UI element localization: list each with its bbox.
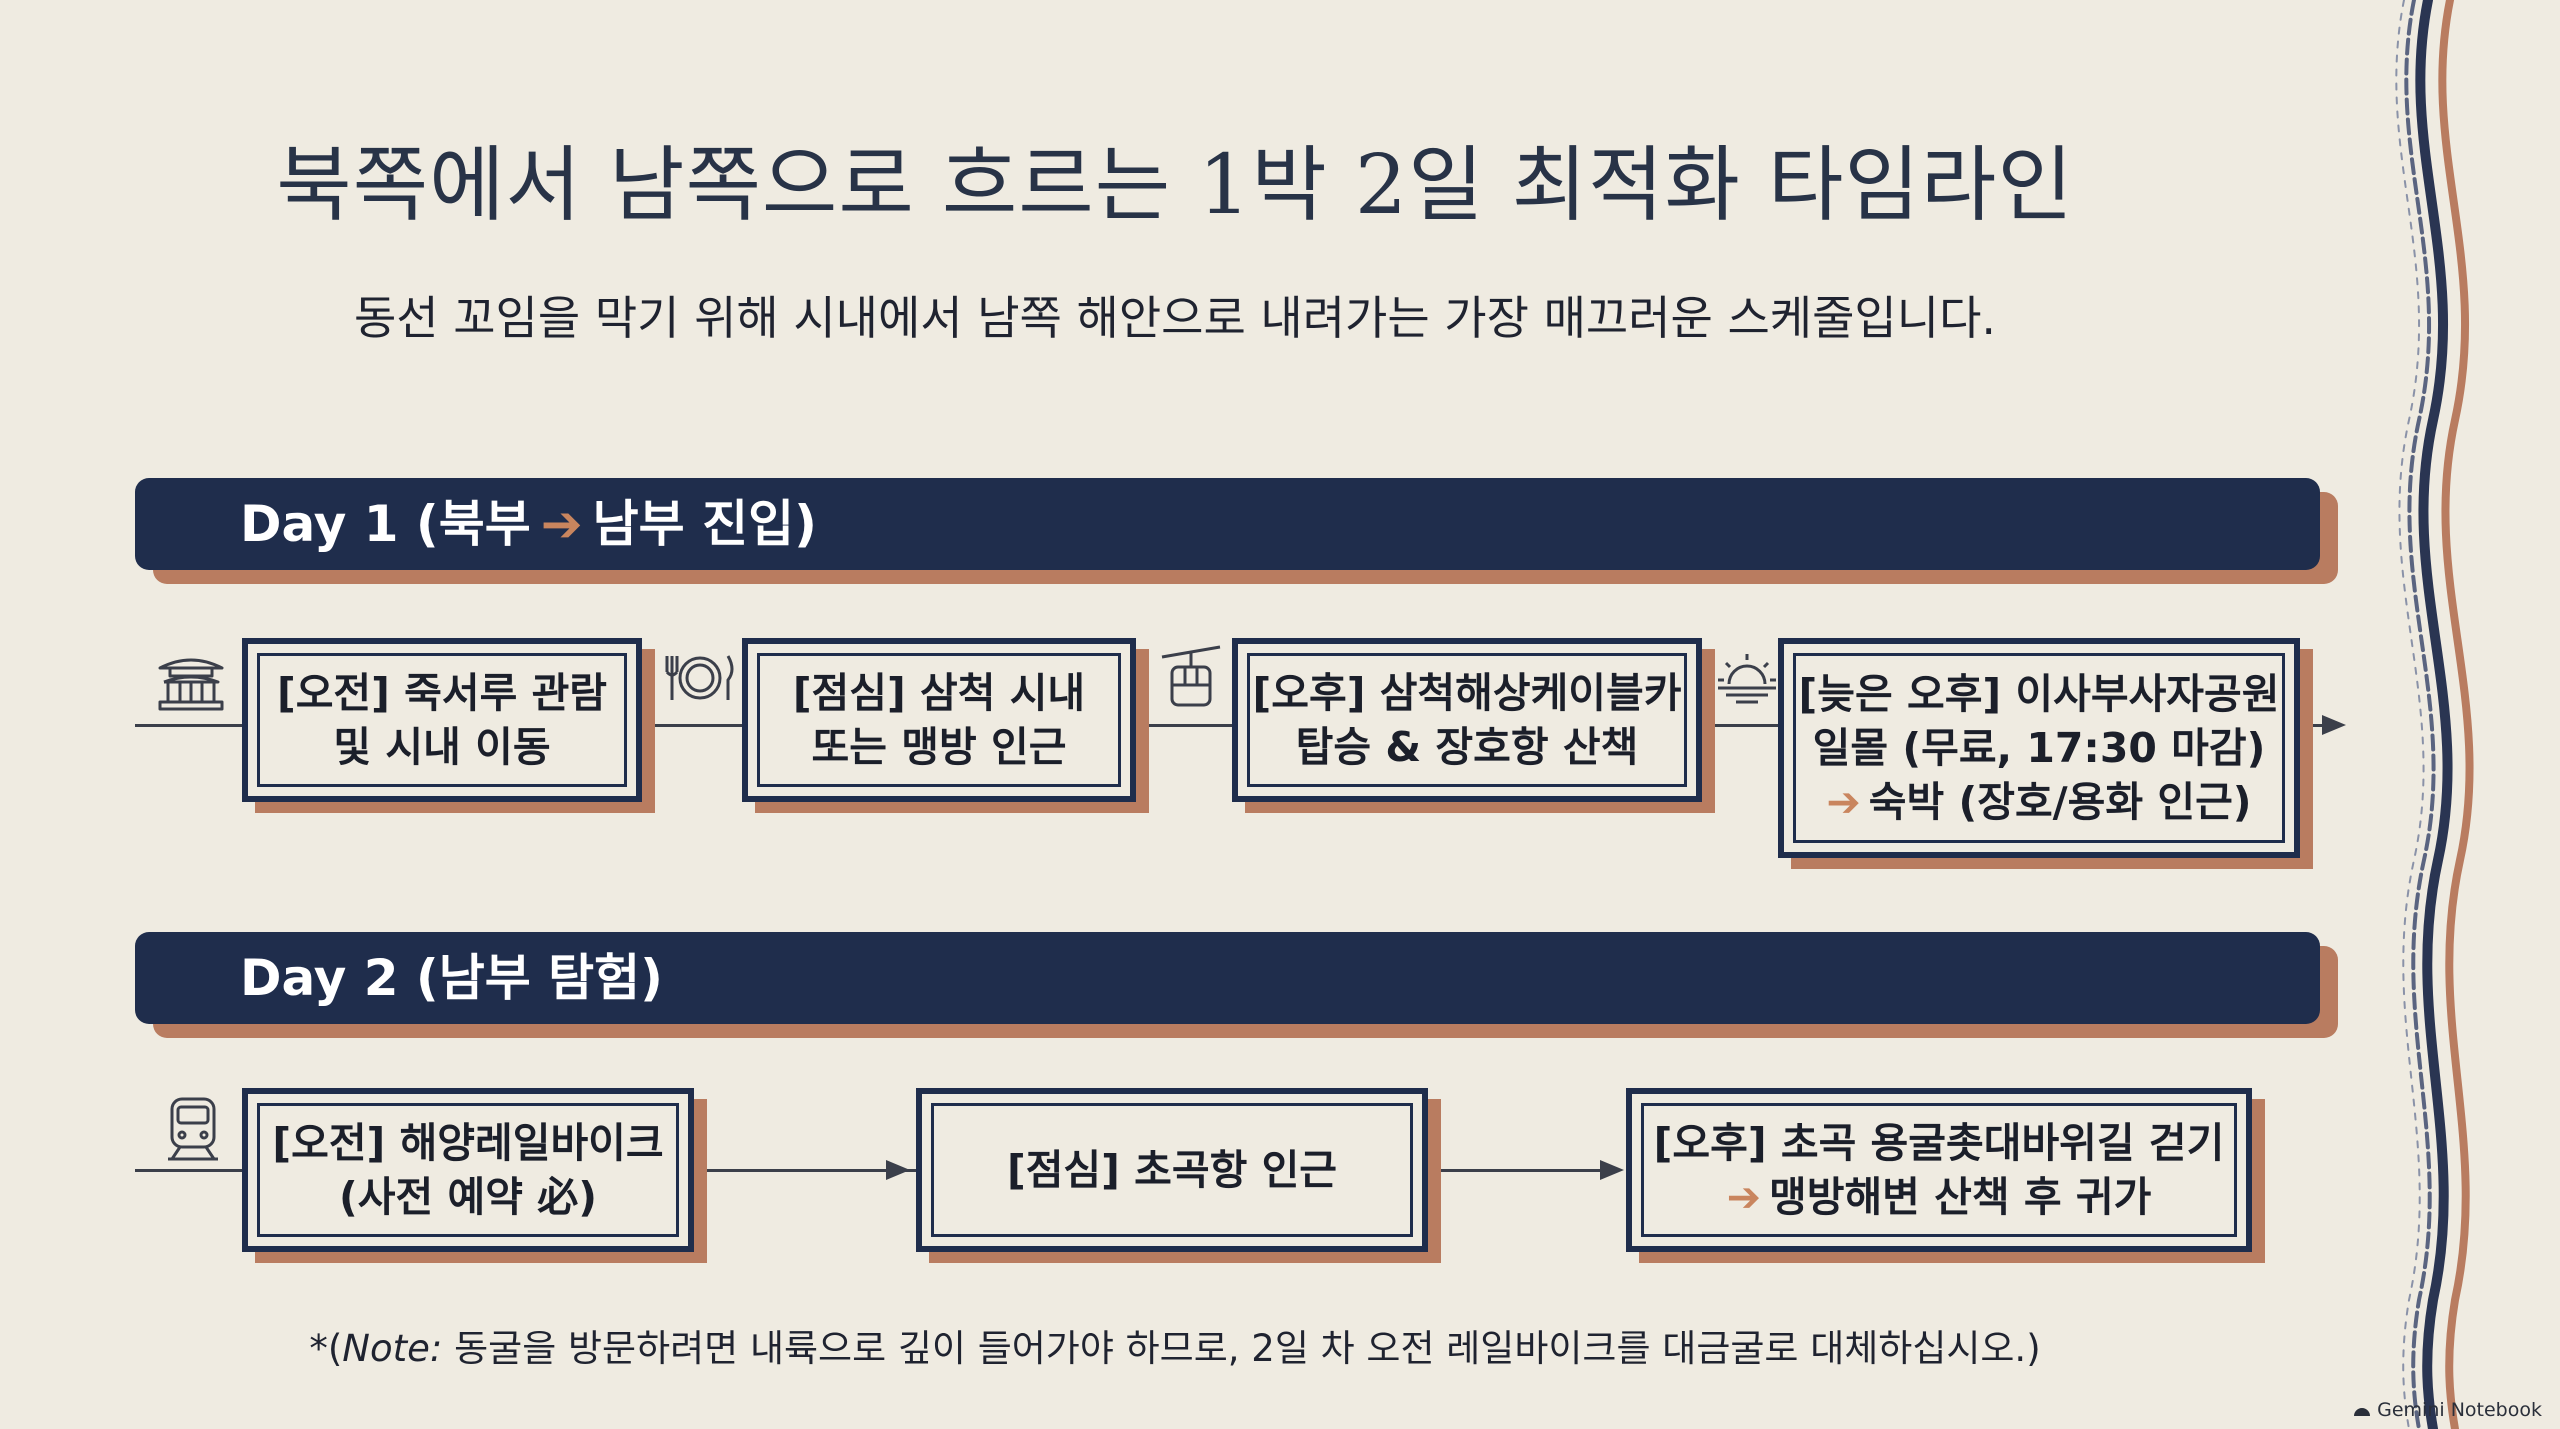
day2-step-3-line-2: 맹방해변 산책 후 귀가 xyxy=(1769,1173,2152,1221)
day1-step-2-line-1: [점심] 삼척 시내 xyxy=(792,669,1086,717)
watermark-text: Gemini Notebook xyxy=(2377,1399,2542,1421)
day2-timeline-line xyxy=(135,1169,1615,1172)
day1-header-bar: Day 1 (북부➔남부 진입) xyxy=(135,478,2320,570)
day1-timeline-line xyxy=(135,724,2325,727)
cable-car-icon xyxy=(1161,645,1221,707)
day1-label-suffix: 남부 진입) xyxy=(592,495,817,553)
day1-step-3-line-1: [오후] 삼척해상케이블카 xyxy=(1252,669,1682,717)
day2-step-3-line-1: [오후] 초곡 용굴촛대바위길 걷기 xyxy=(1653,1119,2225,1167)
day1-label-prefix: Day 1 (북부 xyxy=(240,495,531,553)
day2-step-1-line-2: (사전 예약 必) xyxy=(339,1173,597,1221)
watermark: Gemini Notebook xyxy=(2353,1399,2542,1421)
day1-step-4-line-2: 일몰 (무료, 17:30 마감) xyxy=(1812,724,2266,772)
day1-step-4-line-1: [늦은 오후] 이사부사자공원 xyxy=(1798,670,2280,718)
fork-plate-knife-icon xyxy=(665,655,734,700)
day2-step-1-line-1: [오전] 해양레일바이크 xyxy=(272,1119,664,1167)
day2-step-2-line-1: [점심] 초곡항 인근 xyxy=(1006,1146,1338,1194)
day2-arrow-to-step-2 xyxy=(886,1160,910,1180)
day1-step-4-arrow: ➔ xyxy=(1826,778,1861,826)
day2-step-3-card: [오후] 초곡 용굴촛대바위길 걷기 ➔맹방해변 산책 후 귀가 xyxy=(1626,1088,2252,1252)
notebook-logo-icon xyxy=(2354,1408,2371,1416)
korean-pavilion-icon xyxy=(158,658,224,711)
decorative-wave-border xyxy=(2395,0,2474,1429)
day1-step-1-card: [오전] 죽서루 관람 및 시내 이동 xyxy=(242,638,642,802)
day1-step-3-card: [오후] 삼척해상케이블카 탑승 & 장호항 산책 xyxy=(1232,638,1702,802)
sunset-icon xyxy=(1718,654,1776,704)
day1-step-1-line-1: [오전] 죽서루 관람 xyxy=(276,669,608,717)
footnote-note-label: Note: xyxy=(342,1327,443,1370)
footnote-prefix: *( xyxy=(309,1327,343,1370)
page-subtitle: 동선 꼬임을 막기 위해 시내에서 남쪽 해안으로 내려가는 가장 매끄러운 스… xyxy=(353,291,1997,345)
day2-step-2-card: [점심] 초곡항 인근 xyxy=(916,1088,1428,1252)
day2-arrow-to-step-3 xyxy=(1600,1160,1624,1180)
day1-step-1-line-2: 및 시내 이동 xyxy=(333,723,551,771)
day1-timeline-end-arrow xyxy=(2322,715,2346,735)
page-title: 북쪽에서 남쪽으로 흐르는 1박 2일 최적화 타임라인 xyxy=(276,138,2074,233)
day2-label: Day 2 (남부 탐험) xyxy=(240,949,664,1007)
day1-arrow: ➔ xyxy=(540,495,583,553)
day1-label: Day 1 (북부➔남부 진입) xyxy=(240,478,817,570)
train-icon xyxy=(168,1097,218,1161)
day1-step-3-line-2: 탑승 & 장호항 산책 xyxy=(1295,723,1639,771)
footnote-text: 동굴을 방문하려면 내륙으로 깊이 들어가야 하므로, 2일 차 오전 레일바이… xyxy=(442,1327,2041,1370)
day1-step-2-line-2: 또는 맹방 인근 xyxy=(811,723,1067,771)
day2-header-bar: Day 2 (남부 탐험) xyxy=(135,932,2320,1024)
day1-step-2-card: [점심] 삼척 시내 또는 맹방 인근 xyxy=(742,638,1136,802)
day2-step-3-arrow: ➔ xyxy=(1726,1173,1762,1221)
footnote: *(Note: 동굴을 방문하려면 내륙으로 깊이 들어가야 하므로, 2일 차… xyxy=(0,1318,2350,1372)
day1-step-4-line-3: 숙박 (장호/용화 인근) xyxy=(1868,778,2252,826)
day1-step-4-card: [늦은 오후] 이사부사자공원 일몰 (무료, 17:30 마감) ➔숙박 (장… xyxy=(1778,638,2300,858)
day2-step-1-card: [오전] 해양레일바이크 (사전 예약 必) xyxy=(242,1088,694,1252)
